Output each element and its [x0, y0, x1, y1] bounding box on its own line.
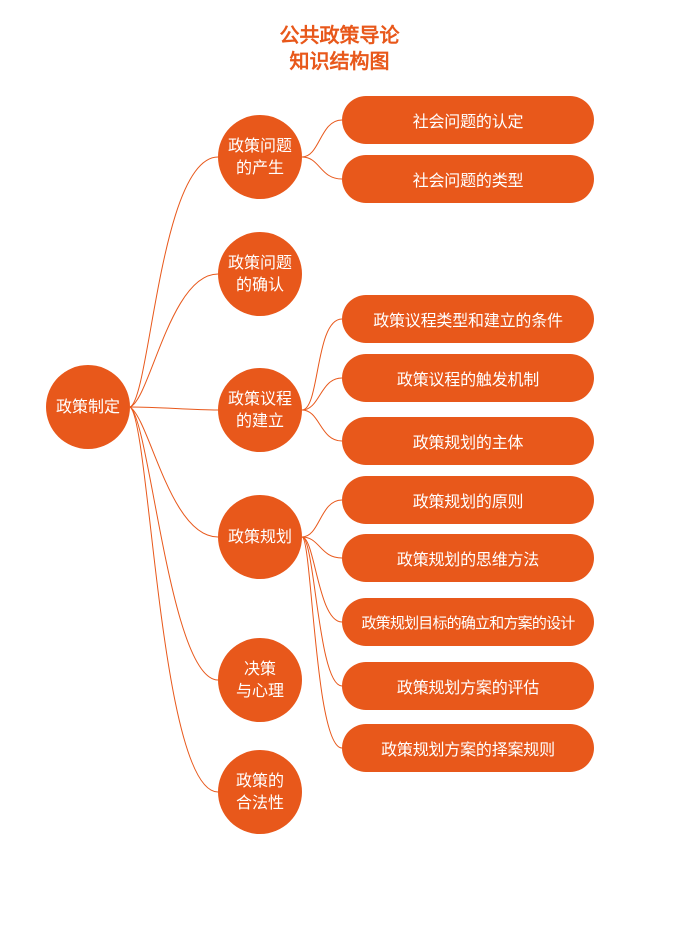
link-b4-c5: [301, 536, 343, 749]
link-b4-c4: [301, 536, 343, 687]
branch-node-legitimacy: 政策的 合法性: [218, 750, 302, 834]
leaf-node: 政策规划的原则: [342, 476, 594, 524]
branch-node-problem-confirm: 政策问题 的确认: [218, 232, 302, 316]
branch-label: 政策议程 的建立: [227, 389, 292, 430]
link-b3-c2: [301, 377, 343, 411]
link-b3-c1: [301, 318, 343, 411]
leaf-node: 社会问题的认定: [342, 96, 594, 144]
branch-label: 政策的 合法性: [235, 771, 284, 812]
branch-node-problem-origin: 政策问题 的产生: [218, 115, 302, 199]
branch-node-planning: 政策规划: [218, 495, 302, 579]
leaf-node: 政策规划方案的评估: [342, 662, 594, 710]
link-root-branch-6: [129, 406, 219, 793]
branch-node-agenda: 政策议程 的建立: [218, 368, 302, 452]
branch-label: 政策规划: [227, 527, 292, 546]
link-root-branch-1: [129, 156, 219, 408]
link-root-branch-4: [129, 406, 219, 538]
link-b3-c3: [301, 409, 343, 442]
branch-node-decision-psychology: 决策 与心理: [218, 638, 302, 722]
branch-label: 政策问题 的确认: [227, 253, 292, 294]
root-node-label: 政策制定: [55, 397, 120, 416]
leaf-node: 政策规划方案的择案规则: [342, 724, 594, 772]
link-b4-c1: [301, 499, 343, 538]
leaf-node: 政策议程类型和建立的条件: [342, 295, 594, 343]
title-line-2: 知识结构图: [289, 49, 390, 73]
link-b1-c2: [301, 156, 343, 180]
link-b1-c1: [301, 119, 343, 158]
root-node: 政策制定: [46, 365, 130, 449]
leaf-node: 社会问题的类型: [342, 155, 594, 203]
leaf-node: 政策规划的思维方法: [342, 534, 594, 582]
title-line-1: 公共政策导论: [279, 23, 400, 47]
branch-label: 决策 与心理: [235, 659, 284, 700]
link-b4-c2: [301, 536, 343, 559]
branch-label: 政策问题 的产生: [227, 136, 292, 177]
link-root-branch-5: [129, 406, 219, 681]
link-root-branch-2: [129, 273, 219, 408]
link-root-branch-3: [129, 406, 219, 411]
leaf-node: 政策规划的主体: [342, 417, 594, 465]
link-b4-c3: [301, 536, 343, 623]
leaf-node: 政策规划目标的确立和方案的设计: [342, 598, 594, 646]
leaf-node: 政策议程的触发机制: [342, 354, 594, 402]
